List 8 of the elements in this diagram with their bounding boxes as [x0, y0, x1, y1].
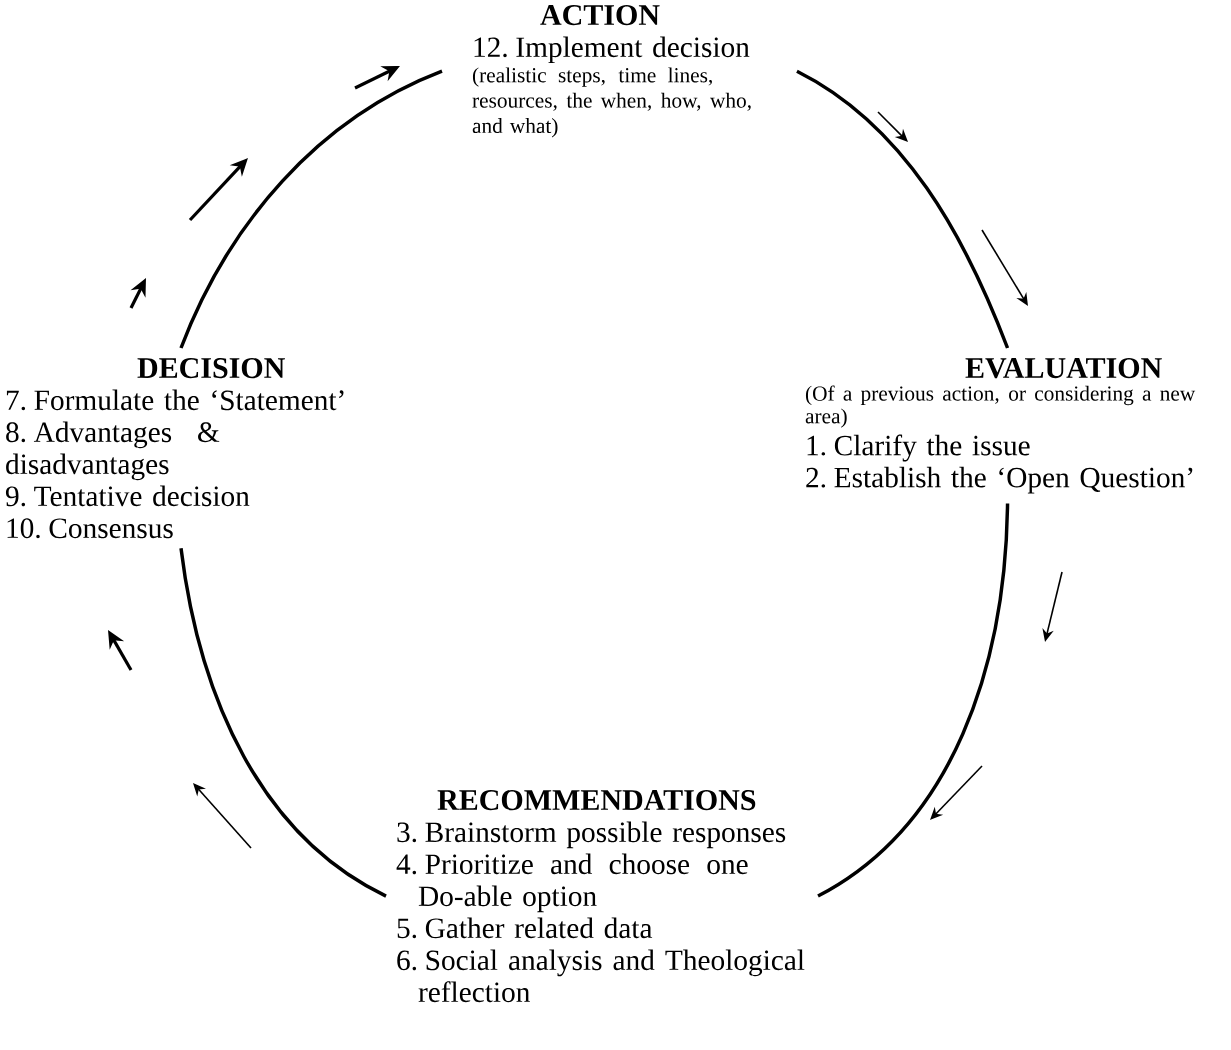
stage-text: ACTION 12. Implement decision (realistic steps, time lines, resources, the when, how, who, and what): [472, 5, 751, 138]
stage-text: RECOMMENDATIONS 3. Brainstorm possible responses 4. Prioritize and choose one Do-able option 5. Gather related data 6. Social analysis and Theological reflection: [396, 790, 805, 1003]
stage-text: DECISION 7. Formulate the ‘Statement’ 8. Advantages & disadvantages 9. Tentative decision 10. Consensus: [5, 358, 344, 539]
arc-connector: [179, 69, 443, 349]
arc-connector: [179, 548, 387, 898]
stage-text: EVALUATION (Of a previous action, or considering a new area) 1. Clarify the issue 2. Establish the ‘Open Question’: [805, 358, 1196, 494]
arc-connector: [817, 503, 1010, 898]
arc-connector: [796, 69, 1010, 349]
